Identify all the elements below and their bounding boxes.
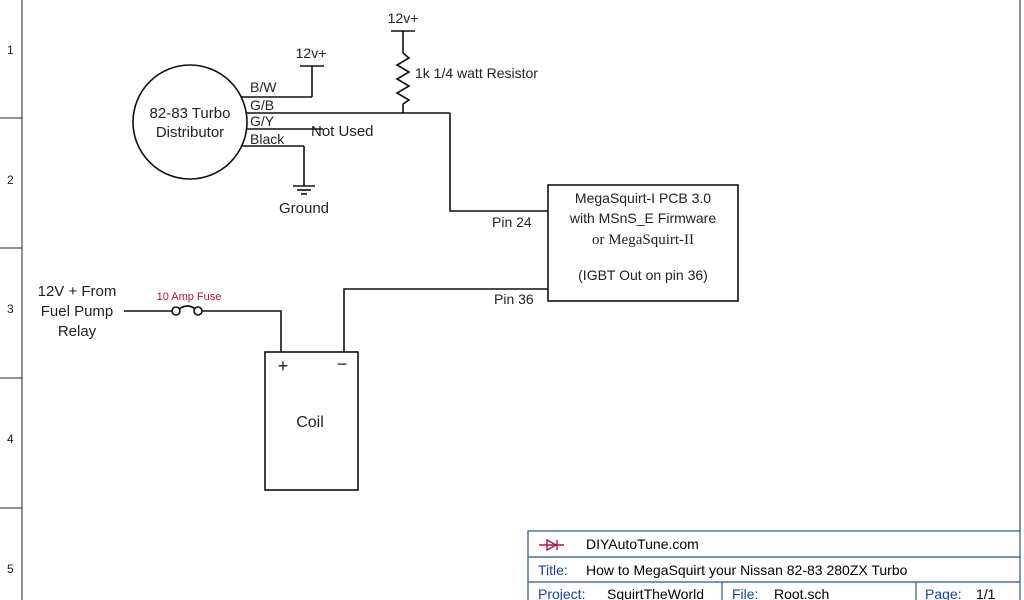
ecu-line1: MegaSquirt-I PCB 3.0 bbox=[575, 190, 711, 206]
row-number-3: 3 bbox=[7, 302, 14, 316]
megasquirt-ecu: MegaSquirt-I PCB 3.0 with MSnS_E Firmwar… bbox=[547, 184, 739, 302]
coil-plus-terminal: + bbox=[278, 356, 289, 376]
diode-logo-icon bbox=[539, 538, 564, 552]
distributor: 82-83 Turbo Distributor B/W G/B G/Y Blac… bbox=[132, 64, 450, 180]
ecu-line3: or MegaSquirt-II bbox=[592, 232, 694, 248]
row-number-2: 2 bbox=[7, 173, 14, 187]
title-value: How to MegaSquirt your Nissan 82-83 280Z… bbox=[586, 562, 908, 578]
supply-12v-resistor-label: 12v+ bbox=[388, 10, 419, 26]
file-key: File: bbox=[732, 586, 758, 600]
page-value: 1/1 bbox=[976, 586, 996, 600]
ecu-line4: (IGBT Out on pin 36) bbox=[578, 267, 708, 283]
fuse: 10 Amp Fuse bbox=[124, 291, 282, 352]
fuel-pump-line1: 12V + From bbox=[38, 283, 117, 300]
file-value: Root.sch bbox=[774, 586, 829, 600]
supply-12v-bw: 12v+ bbox=[296, 45, 327, 97]
ecu-line2: with MSnS_E Firmware bbox=[569, 210, 716, 226]
row-number-1: 1 bbox=[7, 43, 14, 57]
fuse-label: 10 Amp Fuse bbox=[157, 291, 222, 303]
wire-label-gb: G/B bbox=[250, 97, 274, 113]
supply-12v-bw-label: 12v+ bbox=[296, 45, 327, 61]
company-name: DIYAutoTune.com bbox=[586, 536, 699, 552]
distributor-label-line2: Distributor bbox=[156, 124, 224, 141]
pin36-wire bbox=[343, 288, 548, 352]
supply-12v-resistor: 12v+ 1k 1/4 watt Resistor bbox=[388, 10, 538, 113]
ignition-coil: + − Coil bbox=[264, 351, 359, 491]
project-value: SquirtTheWorld bbox=[607, 586, 704, 600]
title-key: Title: bbox=[538, 562, 568, 578]
pin24-label: Pin 24 bbox=[492, 214, 532, 230]
fuel-pump-relay-source: 12V + From Fuel Pump Relay bbox=[38, 283, 117, 340]
coil-minus-terminal: − bbox=[337, 354, 348, 374]
ground-symbol: Ground bbox=[279, 146, 329, 217]
ground-label: Ground bbox=[279, 200, 329, 217]
row-number-4: 4 bbox=[7, 432, 14, 446]
wire-label-black: Black bbox=[250, 131, 285, 147]
page-key: Page: bbox=[925, 586, 962, 600]
distributor-label-line1: 82-83 Turbo bbox=[150, 105, 231, 122]
not-used-label: Not Used bbox=[311, 123, 374, 140]
resistor-label: 1k 1/4 watt Resistor bbox=[415, 65, 538, 81]
pin36-label: Pin 36 bbox=[494, 291, 534, 307]
wire-label-gy: G/Y bbox=[250, 113, 275, 129]
title-block: DIYAutoTune.com Title: How to MegaSquirt… bbox=[527, 530, 1021, 600]
row-number-5: 5 bbox=[7, 562, 14, 576]
wire-label-bw: B/W bbox=[250, 79, 277, 95]
project-key: Project: bbox=[538, 586, 585, 600]
fuel-pump-line3: Relay bbox=[58, 323, 97, 340]
pin24-wire bbox=[449, 113, 548, 212]
resistor-icon bbox=[395, 52, 411, 105]
fuel-pump-line2: Fuel Pump bbox=[41, 303, 114, 320]
coil-label: Coil bbox=[296, 414, 324, 431]
